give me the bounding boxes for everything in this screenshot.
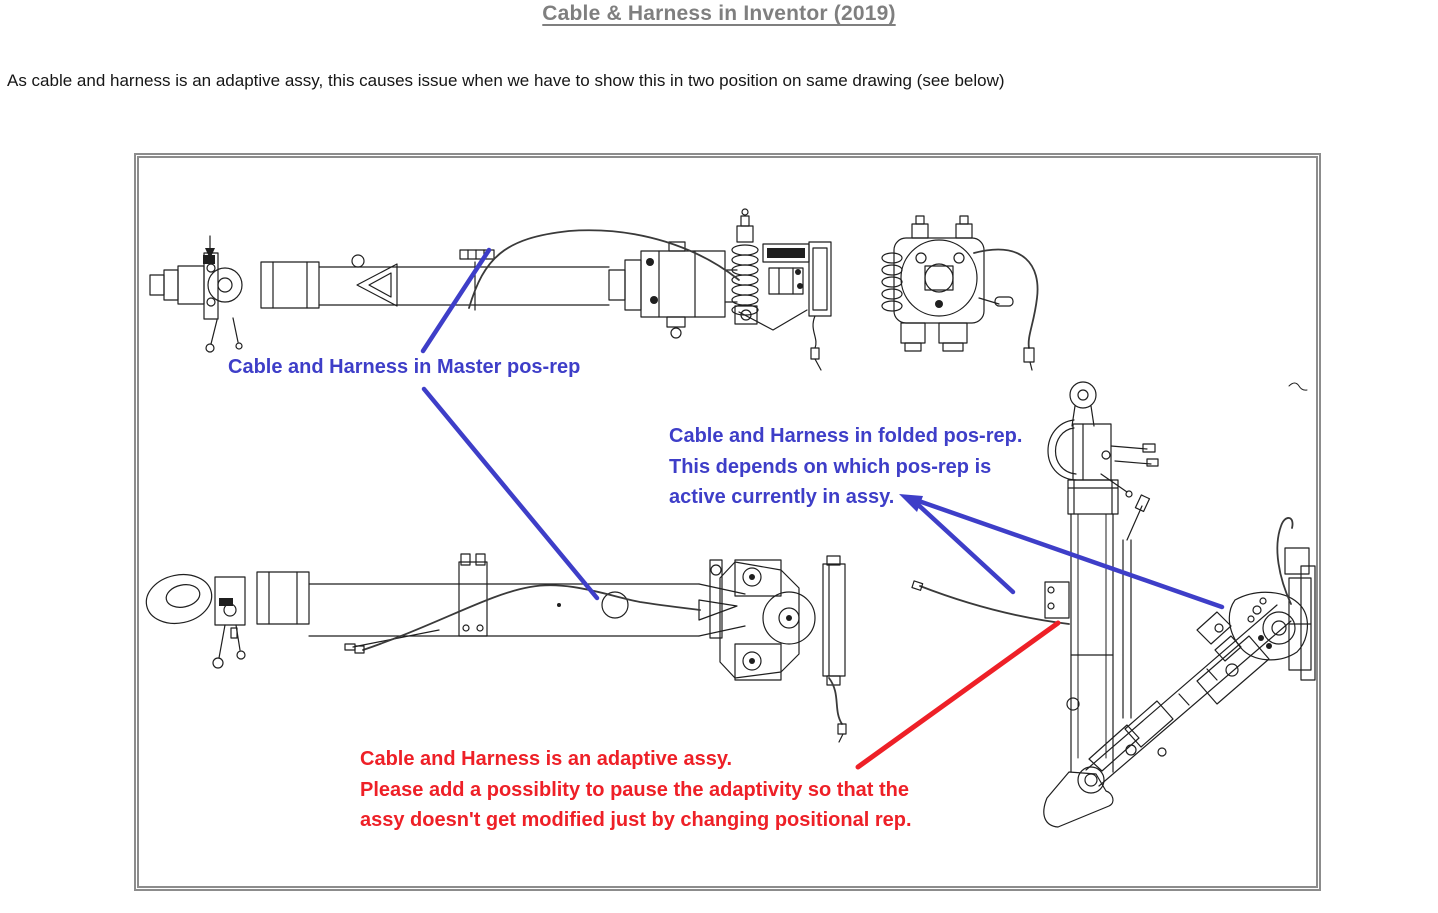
page-title: Cable & Harness in Inventor (2019) bbox=[542, 2, 896, 25]
blue-leader-folded-to-cable bbox=[910, 497, 1016, 595]
drawing-extended-master-view bbox=[149, 208, 832, 371]
annotation-master-pos-rep: Cable and Harness in Master pos-rep bbox=[228, 356, 581, 378]
intro-paragraph: As cable and harness is an adaptive assy… bbox=[7, 71, 1005, 90]
annotation-folded-pos-rep: Cable and Harness in folded pos-rep. Thi… bbox=[669, 421, 1022, 513]
annotation-adaptive-line-2: Please add a possiblity to pause the ada… bbox=[360, 778, 910, 801]
annotation-folded-line-1: Cable and Harness in folded pos-rep. bbox=[669, 425, 1023, 447]
figure-drawing-canvas bbox=[145, 208, 1316, 828]
annotation-folded-line-2: This depends on which pos-rep is bbox=[669, 455, 992, 478]
drawing-extended-alt-view bbox=[145, 553, 847, 743]
annotation-adaptive-line-3: assy doesn't get modified just by changi… bbox=[360, 809, 912, 831]
leader-lines bbox=[420, 247, 1225, 770]
blue-leader-master-to-top-view bbox=[420, 247, 492, 354]
annotation-adaptive-request: Cable and Harness is an adaptive assy. P… bbox=[360, 744, 912, 836]
figure-box: Cable and Harness in Master pos-rep Cabl… bbox=[134, 153, 1321, 891]
blue-leader-master-to-bottom-view bbox=[421, 386, 600, 601]
drawing-folded-view bbox=[911, 381, 1316, 828]
annotation-adaptive-line-1: Cable and Harness is an adaptive assy. bbox=[360, 748, 733, 770]
annotation-folded-line-3: active currently in assy. bbox=[669, 486, 895, 508]
blue-arrowhead bbox=[899, 494, 923, 512]
drawing-end-view bbox=[881, 215, 1039, 371]
blue-leader-folded-to-arm bbox=[910, 496, 1225, 610]
red-leader-adaptive-to-cable bbox=[855, 620, 1061, 770]
